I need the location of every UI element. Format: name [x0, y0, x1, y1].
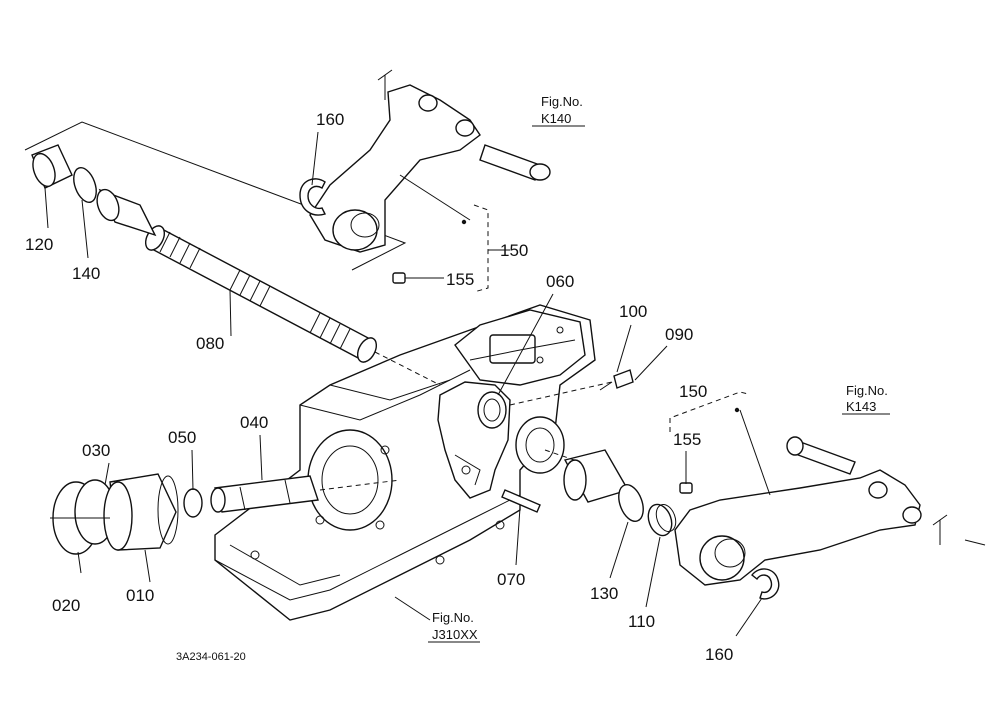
- lift-arm-150-left: [309, 69, 481, 253]
- lift-arm-150-right: [674, 409, 948, 586]
- pin-k140: [479, 144, 551, 181]
- label-070: 070: [497, 570, 525, 589]
- transmission-case: [214, 304, 596, 621]
- figref-k143-title: Fig.No.: [846, 383, 888, 398]
- bushing-110: [647, 503, 677, 537]
- cross-shaft-080: [144, 225, 441, 386]
- label-050: 050: [168, 428, 196, 447]
- label-020: 020: [52, 596, 80, 615]
- snap-ring-160-upper: [299, 178, 326, 216]
- label-010: 010: [126, 586, 154, 605]
- label-100: 100: [619, 302, 647, 321]
- figref-k143-code: K143: [846, 399, 876, 414]
- bolt-090: [599, 369, 634, 391]
- label-155-lower: 155: [673, 430, 701, 449]
- part-labels: 160 120 140 150 155 080 060 100 090 150 …: [25, 110, 733, 664]
- label-150-left: 150: [500, 241, 528, 260]
- pin-070: [501, 489, 541, 513]
- label-150-right: 150: [679, 382, 707, 401]
- figref-j310-code: J310XX: [432, 627, 478, 642]
- figref-j310-title: Fig.No.: [432, 610, 474, 625]
- label-120: 120: [25, 235, 53, 254]
- bracket-150-right: [669, 391, 749, 432]
- label-140: 140: [72, 264, 100, 283]
- grease-nipple-155-upper: [392, 272, 406, 284]
- label-160-lower: 160: [705, 645, 733, 664]
- figref-k140-title: Fig.No.: [541, 94, 583, 109]
- label-155-upper: 155: [446, 270, 474, 289]
- label-110: 110: [628, 612, 655, 631]
- o-ring-130: [618, 484, 644, 522]
- label-060: 060: [546, 272, 574, 291]
- pin-k143: [786, 436, 856, 475]
- sleeve-bushing: [96, 188, 157, 237]
- piston-rod-040: [210, 475, 319, 513]
- label-080: 080: [196, 334, 224, 353]
- label-160-upper: 160: [316, 110, 344, 129]
- grease-nipple-155-lower: [679, 482, 693, 494]
- label-090: 090: [665, 325, 693, 344]
- piston-010: [103, 473, 179, 551]
- figref-k140-code: K140: [541, 111, 571, 126]
- drawing-code: 3A234-061-20: [176, 651, 246, 663]
- label-040: 040: [240, 413, 268, 432]
- bushing-120: [31, 144, 73, 189]
- figure-references: Fig.No. K140 Fig.No. K143 Fig.No. J310XX: [432, 94, 888, 642]
- bracket-150-left: [473, 204, 489, 293]
- o-ring-050: [183, 488, 203, 518]
- leader-lines: [44, 125, 890, 643]
- label-130: 130: [590, 584, 618, 603]
- lift-arm-060: [437, 381, 511, 499]
- snap-ring-160-lower: [751, 568, 780, 600]
- o-ring-140: [73, 167, 97, 203]
- label-030: 030: [82, 441, 110, 460]
- assembly-guideline: [24, 121, 407, 271]
